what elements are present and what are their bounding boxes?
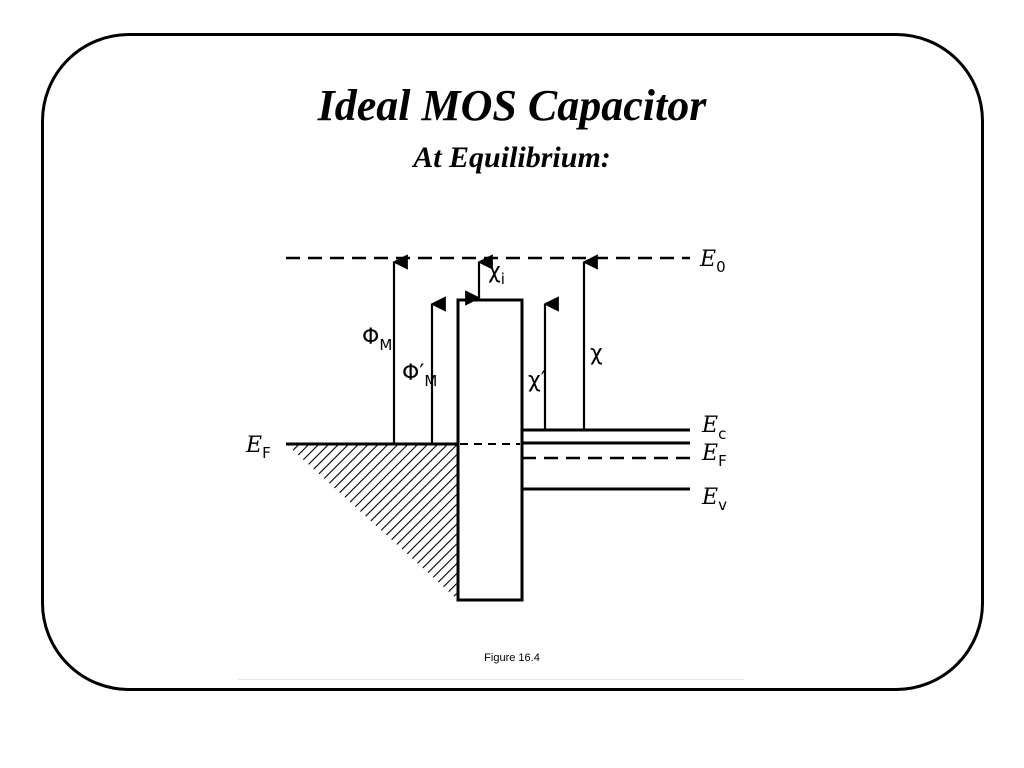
chi-prime-label: χ′ bbox=[528, 368, 546, 393]
slide-subtitle: At Equilibrium: bbox=[413, 141, 611, 174]
oxide-layer bbox=[456, 298, 524, 602]
ev-label: Ev bbox=[701, 485, 727, 514]
chi-i-label: χi bbox=[488, 259, 505, 288]
figure-caption: Figure 16.4 bbox=[484, 652, 540, 664]
e0-label: E0 bbox=[699, 247, 726, 276]
metal-filled-states bbox=[286, 444, 458, 600]
semiconductor-ef-label: EF bbox=[701, 441, 727, 470]
ec-label: Ec bbox=[701, 413, 726, 443]
phi-m-label: ΦM bbox=[362, 325, 392, 354]
phi-m-prime-label: Φ′M bbox=[402, 361, 437, 390]
slide-title: Ideal MOS Capacitor bbox=[317, 81, 707, 130]
metal-ef-label: EF bbox=[245, 433, 271, 462]
caption-divider bbox=[238, 679, 744, 680]
chi-label: χ bbox=[590, 341, 603, 366]
